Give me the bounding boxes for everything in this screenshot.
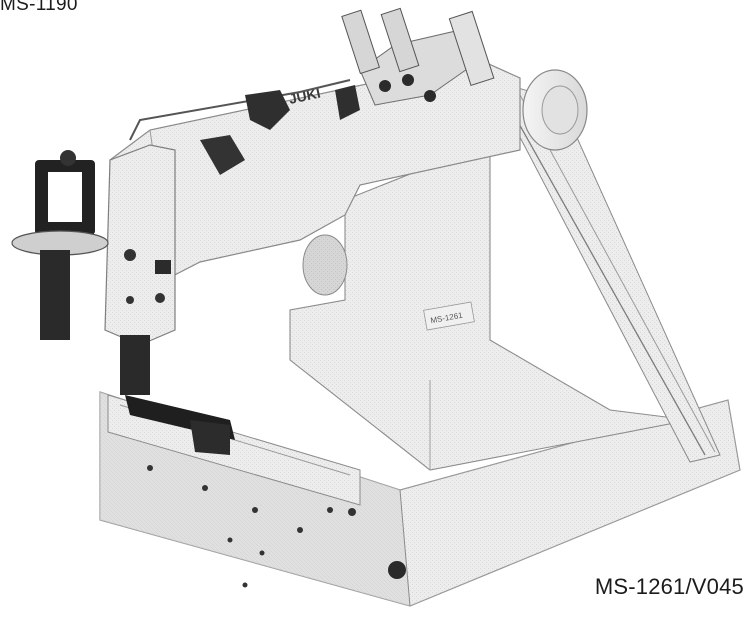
- handwheel: [522, 69, 588, 151]
- thread-guide-wire: [129, 79, 351, 141]
- base-hole: [388, 561, 406, 579]
- machine-head: [104, 144, 176, 346]
- folder-attachment: [11, 150, 109, 340]
- brand-mark: JUKI: [287, 85, 322, 107]
- model-label-top: MS-1190: [0, 0, 78, 15]
- head-screw: [124, 249, 136, 261]
- model-plate: [423, 301, 475, 331]
- presser-foot: [120, 335, 235, 455]
- thread-tension-assembly: [341, 7, 495, 106]
- model-label-bottom: MS-1261/V045: [594, 574, 744, 599]
- side-cover: [302, 234, 348, 296]
- thread-guides-dark: [200, 85, 360, 175]
